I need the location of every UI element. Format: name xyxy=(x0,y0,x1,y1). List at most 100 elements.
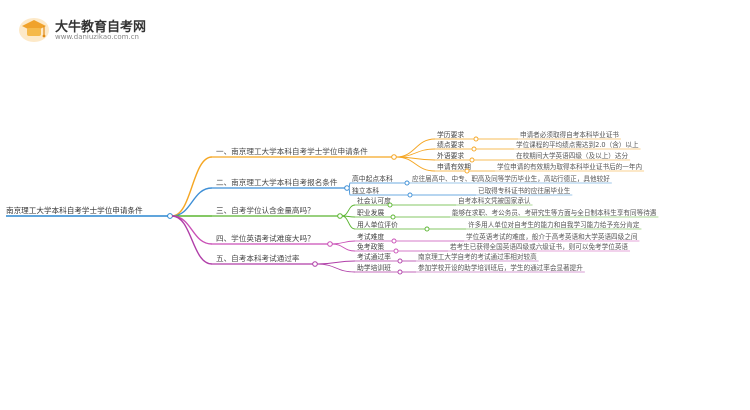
leaf-collapse-dot[interactable] xyxy=(464,168,470,174)
mindmap-detail: 学位英语考试的难度，般介于高考英语和大学英语四级之间 xyxy=(464,232,640,242)
leaf-label: 考试通过率 xyxy=(357,252,391,261)
mindmap-leaf[interactable]: 职业发展 xyxy=(355,208,396,220)
mindmap-branch[interactable]: 四、学位英语考试难度大吗？ xyxy=(212,233,333,247)
leaf-label: 高中起点本科 xyxy=(352,174,393,183)
leaf-label: 绩点要求 xyxy=(437,140,464,149)
detail-text: 自考本科文凭被国家承认 xyxy=(458,196,531,205)
brand-url: www.daniuzikao.com.cn xyxy=(55,33,139,41)
leaf-collapse-dot[interactable] xyxy=(469,157,475,163)
leaf-connector xyxy=(331,243,356,252)
mindmap-leaf[interactable]: 用人单位评价 xyxy=(355,220,430,232)
mindmap-leaf[interactable]: 外语要求 xyxy=(435,151,475,163)
leaf-connector xyxy=(331,240,356,245)
leaf-collapse-dot[interactable] xyxy=(387,202,393,208)
mindmap-leaf[interactable]: 申请有效期 xyxy=(435,162,471,174)
branch-collapse-dot[interactable] xyxy=(337,213,343,219)
detail-text: 应往届高中、中专、职高及同等学历毕业生，高站行德正，具他较好 xyxy=(412,174,610,183)
mindmap-leaf[interactable]: 绩点要求 xyxy=(435,140,477,152)
graduation-cap-icon xyxy=(19,18,49,42)
mindmap-leaf[interactable]: 社会认可度 xyxy=(355,196,393,208)
mindmap-branch[interactable]: 三、自考学位认含金量高吗？ xyxy=(212,205,343,219)
mindmap-leaf[interactable]: 考试难度 xyxy=(355,232,397,244)
leaf-collapse-dot[interactable] xyxy=(473,136,479,142)
leaf-collapse-dot[interactable] xyxy=(424,226,430,232)
leaf-label: 申请有效期 xyxy=(437,162,471,171)
mindmap-detail: 自考本科文凭被国家承认 xyxy=(456,196,533,206)
root-collapse-dot[interactable] xyxy=(167,213,173,219)
leaf-collapse-dot[interactable] xyxy=(390,214,396,220)
detail-text: 学位英语考试的难度，般介于高考英语和大学英语四级之间 xyxy=(466,232,638,241)
mindmap-detail: 已取得专科证书的应往届毕业生 xyxy=(476,186,573,196)
mindmap-detail: 若考生已获得全国英语四级或六级证书，则可以免考学位英语 xyxy=(448,242,631,252)
detail-text: 学位申请的有效期为取得本科毕业证书后的一年内 xyxy=(497,162,642,171)
leaf-connector xyxy=(341,215,356,230)
mindmap-detail: 许多用人单位对自考生的能力和自我学习能力给予充分肯定 xyxy=(466,220,642,230)
leaf-collapse-dot[interactable] xyxy=(404,180,410,186)
mindmap-detail: 能够在求职、考公务员、考研究生等方面与全日制本科生享有同等待遇 xyxy=(450,208,659,218)
detail-text: 在校期间大学英语四级（及以上）达分 xyxy=(516,151,628,160)
branch-label: 四、学位英语考试难度大吗？ xyxy=(216,233,315,243)
leaf-connector xyxy=(348,187,351,196)
mindmap-leaf[interactable]: 独立本科 xyxy=(350,186,413,198)
root-label: 南京理工大学本科自考学士学位申请条件 xyxy=(6,205,143,215)
mindmap-leaf[interactable]: 免考政策 xyxy=(355,242,399,254)
branch-label: 三、自考学位认含金量高吗？ xyxy=(216,205,315,215)
branch-collapse-dot[interactable] xyxy=(327,241,333,247)
brand-title: 大牛教育自考网 xyxy=(55,20,147,35)
leaf-connector xyxy=(341,204,356,217)
detail-text: 许多用人单位对自考生的能力和自我学习能力给予充分肯定 xyxy=(468,220,640,229)
leaf-label: 用人单位评价 xyxy=(357,220,398,229)
leaf-label: 独立本科 xyxy=(352,186,379,195)
leaf-connector xyxy=(395,138,436,158)
leaf-collapse-dot[interactable] xyxy=(407,192,413,198)
mindmap-root[interactable]: 南京理工大学本科自考学士学位申请条件 xyxy=(6,205,173,219)
detail-text: 南京理工大学自考的考试通过率相对较高 xyxy=(418,252,537,261)
mindmap-detail: 在校期间大学英语四级（及以上）达分 xyxy=(514,151,631,161)
detail-text: 参加学校开设的助学培训班后，学生的通过率会显著提升 xyxy=(418,263,583,272)
branch-label: 五、自考本科考试通过率 xyxy=(216,253,300,263)
leaf-label: 学历要求 xyxy=(437,130,464,139)
detail-text: 申请者必须取得自考本科毕业证书 xyxy=(520,130,619,139)
leaf-connector xyxy=(316,260,356,265)
leaf-label: 助学培训班 xyxy=(357,263,391,272)
leaf-label: 免考政策 xyxy=(357,242,384,251)
leaf-collapse-dot[interactable] xyxy=(397,269,403,275)
leaf-collapse-dot[interactable] xyxy=(391,238,397,244)
mindmap-leaf[interactable]: 考试通过率 xyxy=(355,252,403,264)
mindmap-branch[interactable]: 二、南京理工大学本科自考报名条件 xyxy=(212,177,350,191)
site-logo[interactable]: 大牛教育自考网 www.daniuzikao.com.cn xyxy=(17,14,207,46)
mindmap-branch[interactable]: 一、南京理工大学本科自考学士学位申请条件 xyxy=(212,146,397,160)
leaf-collapse-dot[interactable] xyxy=(471,146,477,152)
branch-label: 一、南京理工大学本科自考学士学位申请条件 xyxy=(216,146,368,156)
leaf-label: 社会认可度 xyxy=(357,196,391,205)
leaf-collapse-dot[interactable] xyxy=(397,258,403,264)
branch-connector xyxy=(171,215,213,265)
mindmap-detail: 南京理工大学自考的考试通过率相对较高 xyxy=(416,252,539,262)
leaf-connector xyxy=(395,148,436,158)
mindmap-detail: 参加学校开设的助学培训班后，学生的通过率会显著提升 xyxy=(416,263,585,273)
detail-text: 学位课程的平均绩点需达到2.0（含）以上 xyxy=(516,140,639,149)
branch-collapse-dot[interactable] xyxy=(344,185,350,191)
leaf-label: 外语要求 xyxy=(437,151,464,160)
branch-label: 二、南京理工大学本科自考报名条件 xyxy=(216,177,338,187)
detail-text: 能够在求职、考公务员、考研究生等方面与全日制本科生享有同等待遇 xyxy=(452,208,657,217)
mindmap-detail: 学位申请的有效期为取得本科毕业证书后的一年内 xyxy=(495,162,645,172)
leaf-collapse-dot[interactable] xyxy=(393,248,399,254)
branch-collapse-dot[interactable] xyxy=(391,154,397,160)
mindmap-detail: 申请者必须取得自考本科毕业证书 xyxy=(518,130,621,140)
detail-text: 已取得专科证书的应往届毕业生 xyxy=(478,186,571,195)
mindmap-branch[interactable]: 五、自考本科考试通过率 xyxy=(212,253,318,267)
leaf-connector xyxy=(348,182,351,189)
mindmap-detail: 应往届高中、中专、职高及同等学历毕业生，高站行德正，具他较好 xyxy=(410,174,612,184)
mindmap-leaf[interactable]: 学历要求 xyxy=(435,130,479,142)
branch-collapse-dot[interactable] xyxy=(312,261,318,267)
mindmap-leaf[interactable]: 助学培训班 xyxy=(355,263,403,275)
detail-text: 若考生已获得全国英语四级或六级证书，则可以免考学位英语 xyxy=(450,242,628,251)
branch-connector xyxy=(171,156,213,217)
mindmap-detail: 学位课程的平均绩点需达到2.0（含）以上 xyxy=(514,140,641,150)
mindmap-leaf[interactable]: 高中起点本科 xyxy=(350,174,410,186)
leaf-label: 考试难度 xyxy=(357,232,384,241)
branch-connector xyxy=(171,187,213,217)
leaf-connector xyxy=(395,156,436,172)
